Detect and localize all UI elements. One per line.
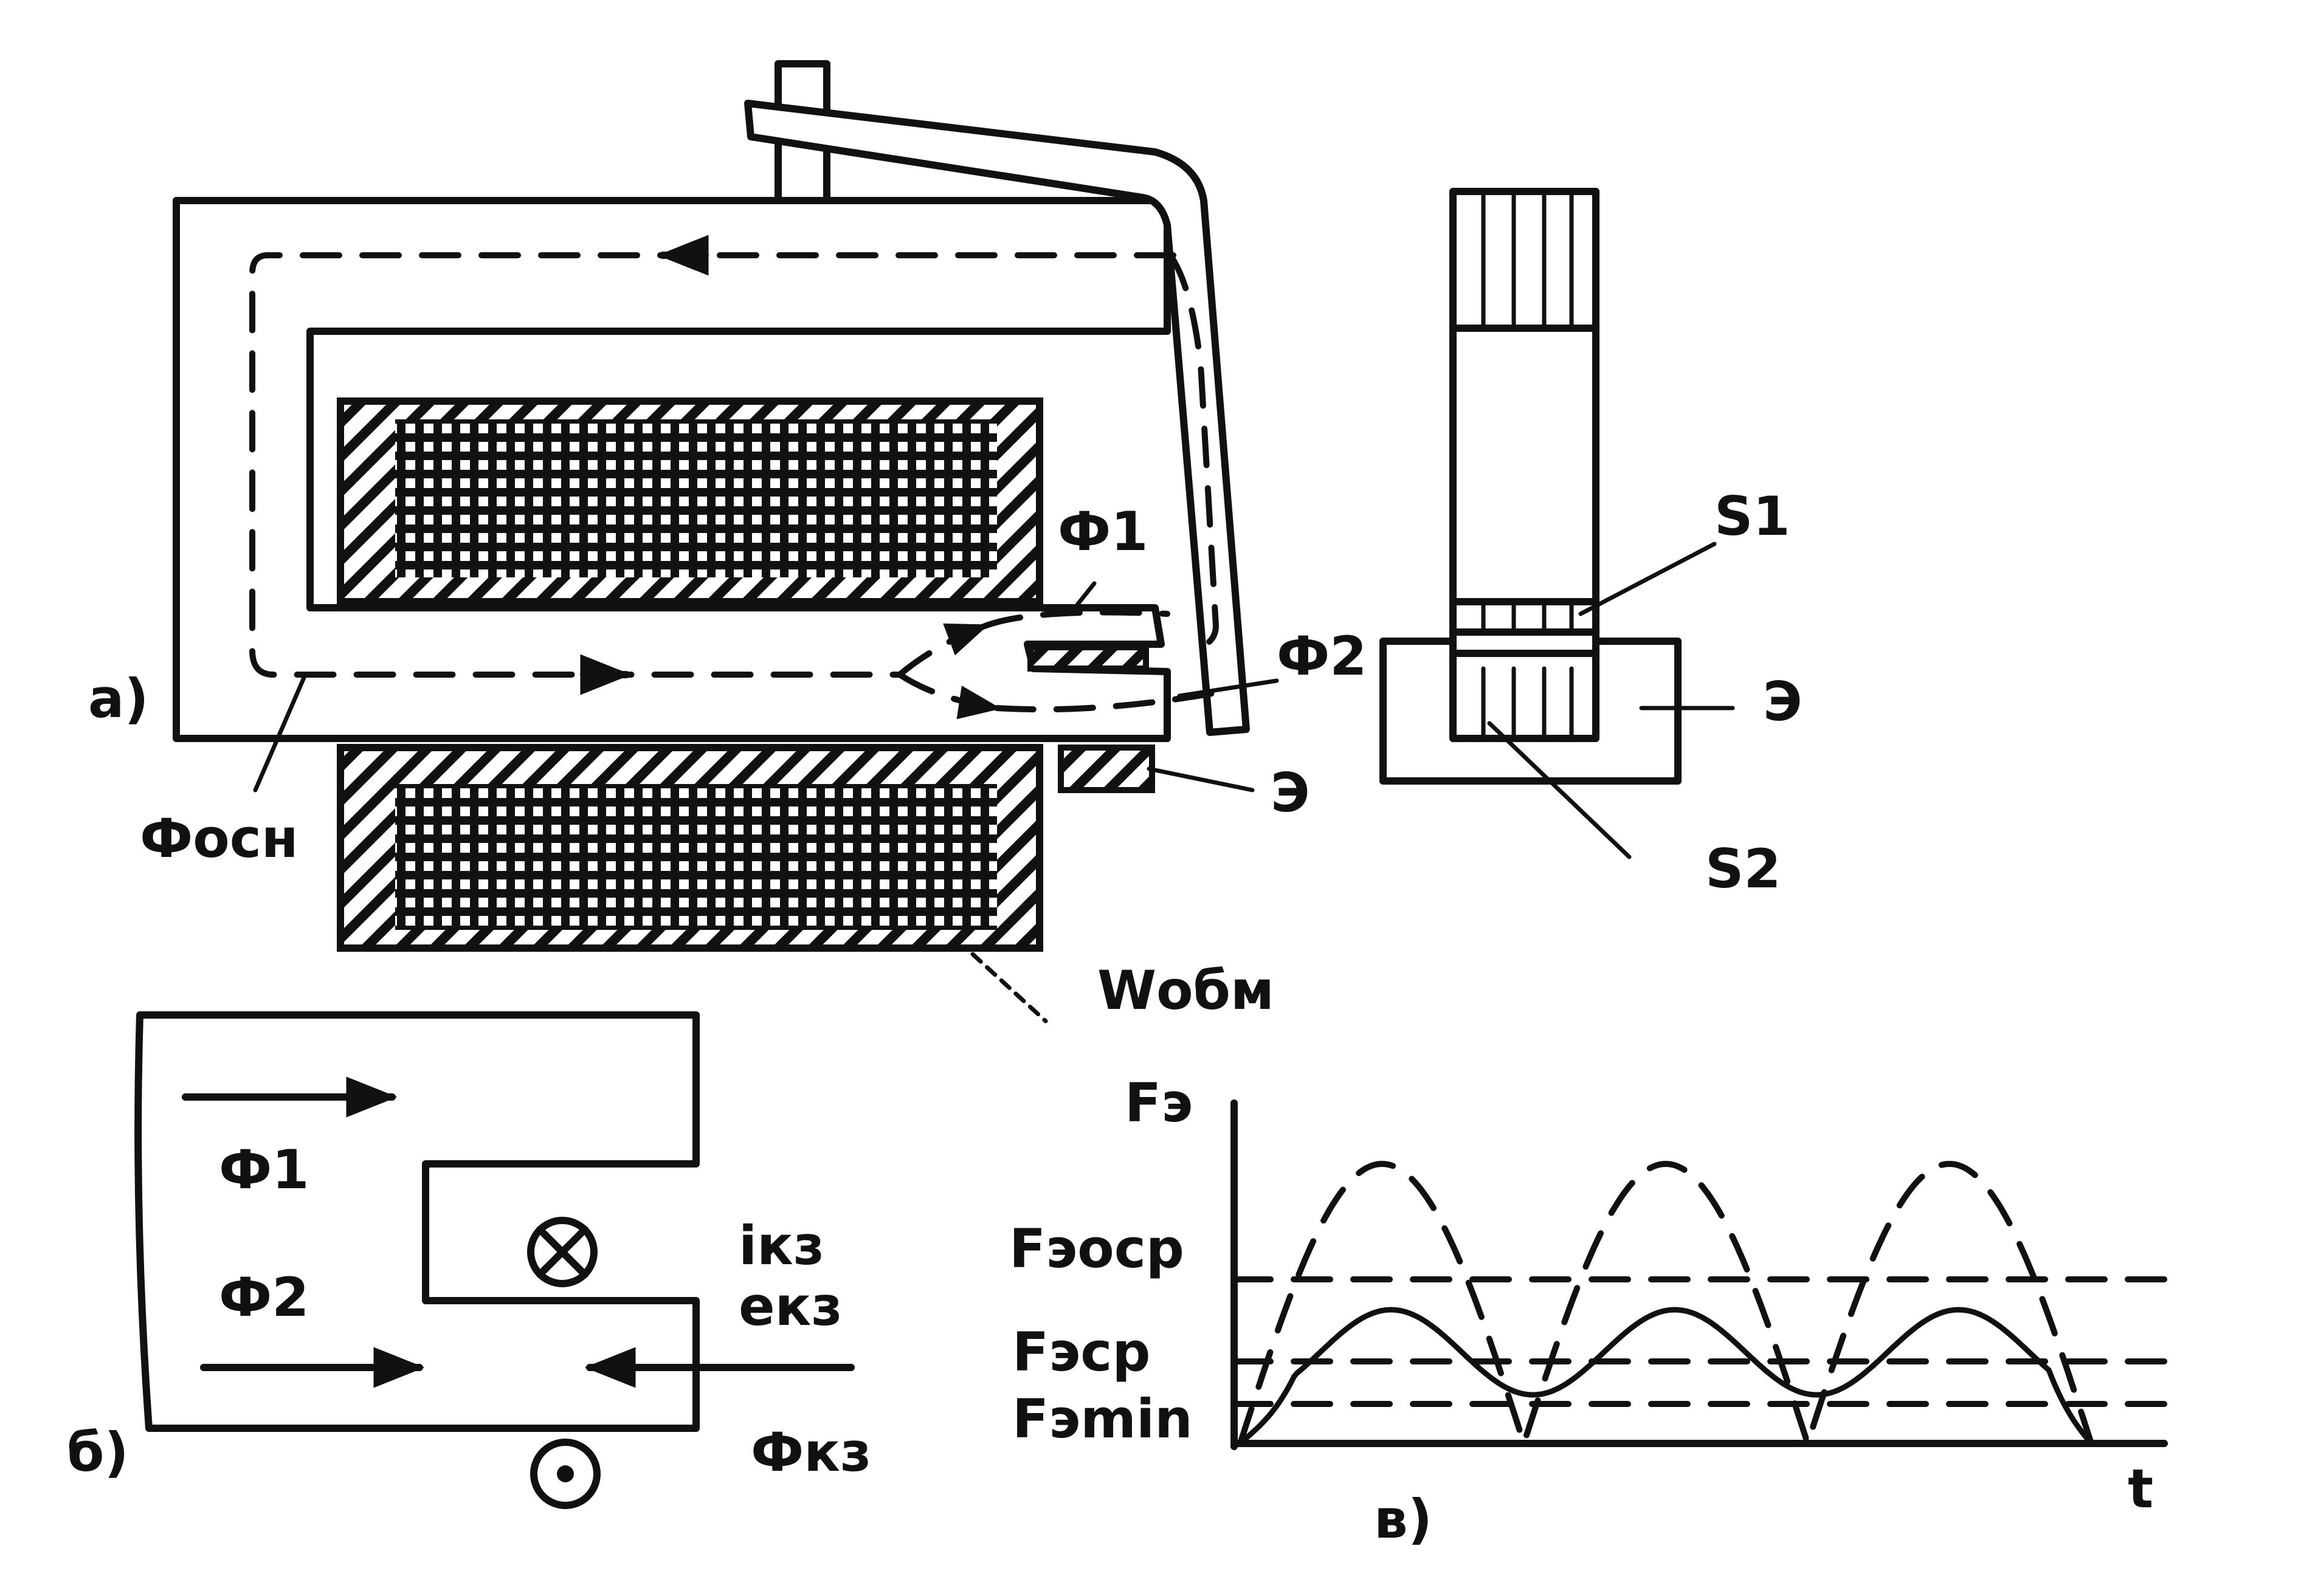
level-label-femin: Fэmin — [1012, 1388, 1193, 1450]
panel-side-view: S1 S2 Э — [1379, 188, 1803, 900]
panel-c-force-chart: Fэ t Fэоср Fэср Fэmin в) — [1009, 1071, 2168, 1550]
main-flux-path — [249, 252, 1176, 678]
label-phi1: Ф1 — [1058, 500, 1148, 563]
panel-b-pole-fluxes: Ф1 Ф2 iкз eкз Фкз б) — [67, 1011, 871, 1509]
label-phi2: Ф2 — [1277, 625, 1367, 687]
label-shading-coil: Э — [1271, 762, 1310, 824]
label-panel-b: б) — [67, 1421, 129, 1484]
level-label-fesr: Fэср — [1012, 1321, 1150, 1383]
leader-phi1 — [1068, 581, 1097, 616]
leader-phi2 — [1177, 678, 1279, 698]
flux-phi2-continue — [994, 690, 1219, 713]
label-panel-c: в) — [1374, 1488, 1432, 1550]
label-winding: Wобм — [1097, 959, 1274, 1022]
flux-phi1-continue — [982, 609, 1170, 629]
pole-outline-b — [134, 1011, 700, 1432]
label-s1: S1 — [1714, 485, 1790, 548]
label-shading-coil-side: Э — [1763, 670, 1803, 733]
leader-phi-main — [253, 675, 306, 793]
pole-laminations — [1481, 192, 1574, 738]
label-b-phi-sc: Фкз — [751, 1421, 871, 1484]
winding-upper-turns — [395, 419, 997, 577]
leader-s1 — [1578, 542, 1717, 616]
panel-a-electromagnet: а) Фосн Ф1 Ф2 Э Wобм — [88, 60, 1367, 1023]
current-into-page-icon — [527, 1217, 598, 1287]
leader-s2 — [1487, 721, 1632, 859]
leader-winding — [970, 952, 1048, 1023]
label-phi-main: Фосн — [140, 807, 298, 870]
level-label-feosr: Fэоср — [1009, 1217, 1184, 1280]
current-out-of-page-icon — [530, 1439, 601, 1509]
winding-lower-turns — [395, 784, 997, 930]
label-s2: S2 — [1705, 838, 1781, 900]
series-dashed-force — [1237, 1160, 2094, 1454]
shading-coil-outside — [1058, 745, 1155, 793]
leader-shading-coil — [1147, 766, 1255, 793]
label-b-phi1: Ф1 — [219, 1138, 309, 1201]
label-panel-a: а) — [88, 667, 149, 730]
label-b-phi2: Ф2 — [219, 1266, 309, 1329]
label-b-e-sc: eкз — [739, 1275, 843, 1338]
chart-x-label: t — [2128, 1457, 2153, 1520]
series-solid-force — [1237, 1307, 2094, 1446]
flux-armature-path — [1167, 252, 1220, 653]
chart-y-label: Fэ — [1125, 1071, 1193, 1134]
shading-coil-pole-section — [1027, 644, 1149, 672]
label-b-i-sc: iкз — [739, 1214, 824, 1277]
armature-bar — [744, 100, 1250, 736]
flux-phi1-branch — [897, 623, 989, 678]
flux-phi2-branch — [897, 672, 1001, 720]
